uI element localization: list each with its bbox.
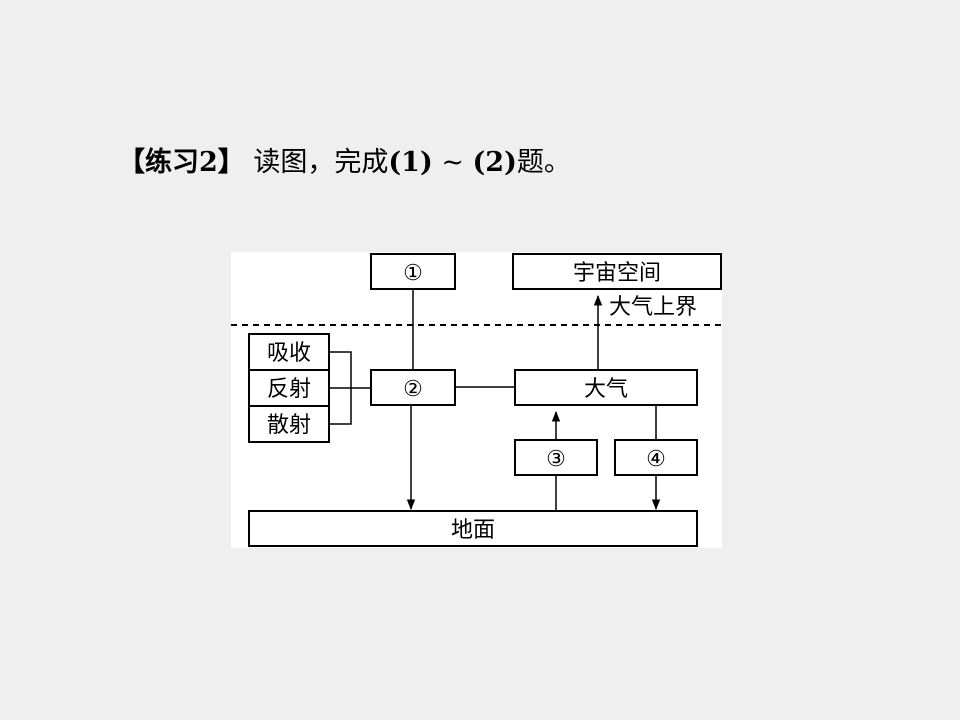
exercise-label: 【练习2】 [118, 147, 245, 178]
question-ref-1: (1) [388, 147, 433, 178]
process-list: 吸收 反射 散射 [248, 333, 330, 443]
atmosphere-box: 大气 [514, 369, 698, 406]
process-scatter: 散射 [267, 413, 311, 438]
instruction-text-1: 读图，完成 [253, 147, 389, 178]
box-4-label: ④ [646, 447, 666, 472]
instruction-text-2: 题。 [516, 147, 571, 178]
box-1: ① [370, 253, 456, 290]
box-2-label: ② [403, 377, 423, 402]
box-2: ② [370, 369, 456, 406]
exercise-title: 【练习2】 读图，完成(1) ~ (2)题。 [118, 140, 571, 179]
upper-boundary-label: 大气上界 [609, 295, 697, 320]
atmosphere-energy-diagram: ① 宇宙空间 大气上界 吸收 反射 散射 ② [231, 252, 722, 548]
box-4: ④ [614, 439, 698, 476]
process-bracket [329, 351, 371, 425]
range-separator: ~ [432, 147, 473, 178]
ground-box: 地面 [248, 510, 698, 547]
question-ref-2: (2) [472, 147, 517, 178]
process-reflect: 反射 [267, 377, 311, 402]
ground-label: 地面 [451, 518, 495, 543]
atmosphere-label: 大气 [584, 377, 628, 402]
box-3-label: ③ [546, 447, 566, 472]
process-absorb: 吸收 [267, 341, 311, 366]
space-label: 宇宙空间 [573, 261, 661, 286]
space-box: 宇宙空间 [512, 253, 722, 290]
box-1-label: ① [403, 261, 423, 286]
box-3: ③ [514, 439, 598, 476]
